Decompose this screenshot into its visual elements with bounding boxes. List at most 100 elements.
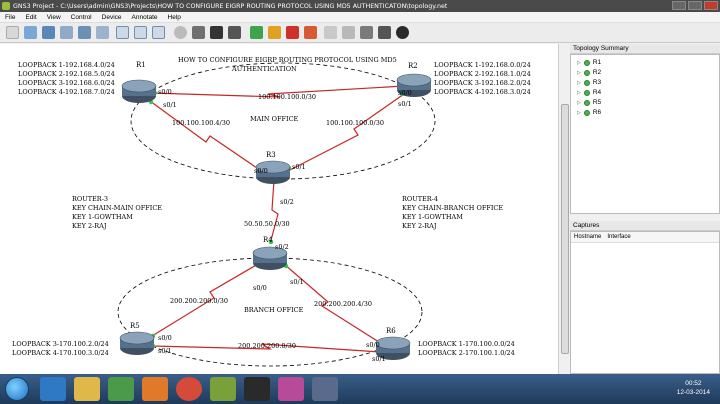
save-as-icon[interactable] bbox=[60, 26, 73, 39]
expand-arrow-icon[interactable]: ▷ bbox=[577, 89, 581, 96]
command-prompt-icon[interactable] bbox=[244, 377, 270, 401]
open-folder-icon[interactable] bbox=[24, 26, 37, 39]
router-r5-icon bbox=[119, 331, 155, 355]
import-icon[interactable] bbox=[78, 26, 91, 39]
terminal-icon[interactable] bbox=[192, 26, 205, 39]
maximize-button[interactable] bbox=[688, 1, 702, 10]
router-r1-icon bbox=[121, 79, 157, 103]
firefox-icon[interactable] bbox=[142, 377, 168, 401]
gns3-app-icon bbox=[2, 2, 10, 10]
draw-rectangle-icon[interactable] bbox=[360, 26, 373, 39]
expand-arrow-icon[interactable]: ▷ bbox=[577, 79, 581, 86]
network-r3-r4-label: 50.50.50.0/30 bbox=[244, 220, 290, 228]
add-note-icon[interactable] bbox=[324, 26, 337, 39]
gns3-taskbar-icon[interactable] bbox=[210, 377, 236, 401]
menu-edit[interactable]: Edit bbox=[25, 13, 37, 21]
add-link-icon[interactable] bbox=[152, 26, 165, 39]
r2-iface-s01-label: s0/1 bbox=[398, 100, 412, 108]
router-status-icon bbox=[583, 59, 590, 66]
r6-iface-s01-label: s0/1 bbox=[372, 355, 386, 363]
console-all-icon[interactable] bbox=[210, 26, 223, 39]
r2-loopback-1: LOOPBACK 1-192.168.0.0/24 bbox=[434, 61, 531, 69]
topology-item-r1[interactable]: ▷ R1 bbox=[577, 59, 601, 66]
router3-keychain-line1: ROUTER-3 bbox=[72, 195, 109, 203]
canvas-vertical-scrollbar[interactable] bbox=[558, 44, 570, 374]
menu-file[interactable]: File bbox=[5, 13, 16, 21]
r1-iface-s01-label: s0/1 bbox=[163, 101, 177, 109]
r6-iface-s00-label: s0/0 bbox=[366, 341, 380, 349]
r1-loopback-2: LOOPBACK 2-192.168.5.0/24 bbox=[18, 70, 115, 78]
topology-item-r3[interactable]: ▷R3 bbox=[577, 79, 601, 86]
minimize-button[interactable] bbox=[672, 1, 686, 10]
expand-arrow-icon[interactable]: ▷ bbox=[577, 69, 581, 76]
captures-column-interface[interactable]: Interface bbox=[607, 234, 631, 240]
console-aux-icon[interactable] bbox=[228, 26, 241, 39]
show-interfaces-icon[interactable] bbox=[134, 26, 147, 39]
topology-item-r6[interactable]: ▷R6 bbox=[577, 109, 601, 116]
chrome-icon[interactable] bbox=[176, 377, 202, 401]
suspend-icon[interactable] bbox=[268, 26, 281, 39]
captures-column-hostname[interactable]: Hostname bbox=[574, 234, 602, 240]
router-r4-icon bbox=[252, 246, 288, 270]
r4-iface-s01-label: s0/1 bbox=[290, 278, 304, 286]
snapshot-icon[interactable] bbox=[174, 26, 187, 39]
router-status-icon bbox=[583, 109, 590, 116]
topology-item-r2[interactable]: ▷ R2 bbox=[577, 69, 601, 76]
menu-control[interactable]: Control bbox=[70, 13, 92, 21]
router-status-icon bbox=[583, 99, 590, 106]
router-status-icon bbox=[583, 69, 590, 76]
export-icon[interactable] bbox=[96, 26, 109, 39]
menu-device[interactable]: Device bbox=[101, 13, 122, 21]
r1-loopback-4: LOOPBACK 4-192.168.7.0/24 bbox=[18, 88, 115, 96]
app-icon[interactable] bbox=[278, 377, 304, 401]
save-icon[interactable] bbox=[42, 26, 55, 39]
r5-loopback-3: LOOPBACK 3-170.100.2.0/24 bbox=[12, 340, 109, 348]
network-r1-r3-label: 100.100.100.4/30 bbox=[172, 119, 231, 127]
system-clock[interactable]: 00:52 12-03-2014 bbox=[677, 379, 710, 397]
scrollbar-thumb[interactable] bbox=[561, 104, 569, 354]
stop-icon[interactable] bbox=[286, 26, 299, 39]
close-button[interactable] bbox=[704, 1, 718, 10]
toolbar bbox=[0, 23, 720, 43]
router3-keychain-line3: KEY 1-GOWTHAM bbox=[72, 213, 133, 221]
expand-arrow-icon[interactable]: ▷ bbox=[577, 109, 581, 116]
start-button[interactable] bbox=[5, 377, 29, 401]
r2-loopback-3: LOOPBACK 3-192.168.2.0/24 bbox=[434, 79, 531, 87]
expand-arrow-icon[interactable]: ▷ bbox=[577, 59, 581, 66]
r1-iface-s00-label: s0/0 bbox=[158, 88, 172, 96]
topology-item-r4[interactable]: ▷R4 bbox=[577, 89, 601, 96]
router4-keychain-line1: ROUTER-4 bbox=[402, 195, 439, 203]
media-player-icon[interactable] bbox=[108, 377, 134, 401]
main-office-label: MAIN OFFICE bbox=[250, 115, 299, 123]
insert-picture-icon[interactable] bbox=[342, 26, 355, 39]
router-r2-icon bbox=[396, 73, 432, 97]
start-icon[interactable] bbox=[250, 26, 263, 39]
topology-item-r5[interactable]: ▷R5 bbox=[577, 99, 601, 106]
router4-keychain-line3: KEY 1-GOWTHAM bbox=[402, 213, 463, 221]
file-explorer-icon[interactable] bbox=[74, 377, 100, 401]
link-r1-r3 bbox=[149, 100, 261, 171]
show-hostnames-icon[interactable] bbox=[116, 26, 129, 39]
captures-title: Captures bbox=[570, 221, 720, 231]
expand-arrow-icon[interactable]: ▷ bbox=[577, 99, 581, 106]
new-project-icon[interactable] bbox=[6, 26, 19, 39]
r2-loopback-4: LOOPBACK 4-192.168.3.0/24 bbox=[434, 88, 531, 96]
topology-item-label: R2 bbox=[592, 69, 602, 76]
r3-iface-s00-label: s0/0 bbox=[254, 167, 268, 175]
menu-help[interactable]: Help bbox=[167, 13, 181, 21]
router4-keychain-line4: KEY 2-RAJ bbox=[402, 222, 437, 230]
internet-explorer-icon[interactable] bbox=[40, 377, 66, 401]
router3-keychain-line2: KEY CHAIN-MAIN OFFICE bbox=[72, 204, 163, 212]
draw-ellipse-icon[interactable] bbox=[378, 26, 391, 39]
menu-annotate[interactable]: Annotate bbox=[131, 13, 158, 21]
link-r4-r5 bbox=[151, 263, 259, 337]
capture-icon[interactable] bbox=[396, 26, 409, 39]
reload-icon[interactable] bbox=[304, 26, 317, 39]
topology-item-label: R1 bbox=[592, 59, 602, 66]
r6-loopback-2: LOOPBACK 2-170.100.1.0/24 bbox=[418, 349, 515, 357]
virtualbox-icon[interactable] bbox=[312, 377, 338, 401]
topology-canvas[interactable]: HOW TO CONFIGURE EIGRP ROUTING PROTOCOL … bbox=[0, 44, 558, 374]
clock-date: 12-03-2014 bbox=[676, 389, 710, 396]
diagram-title-line2: AUTHENTICATION bbox=[232, 65, 297, 73]
menu-view[interactable]: View bbox=[46, 13, 61, 21]
